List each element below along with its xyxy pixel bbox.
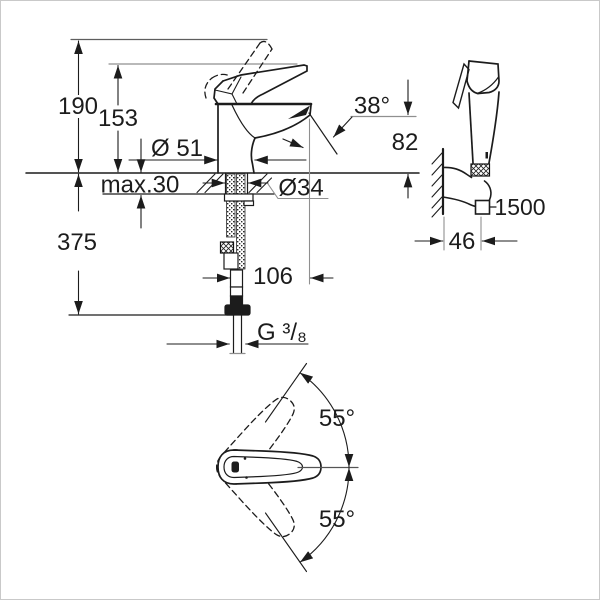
wall-holder-and-hose: [442, 166, 492, 215]
top-view-handle-swivel: [216, 362, 359, 573]
spray-angle-line: [308, 112, 338, 155]
label-hose-length: 1500: [494, 194, 545, 220]
hand-shower: [452, 60, 500, 177]
side-view-hand-shower: [414, 60, 518, 251]
label-height-overall: 190: [58, 93, 98, 120]
label-base-diameter: Ø 51: [151, 135, 203, 162]
label-below-counter-depth: 375: [57, 229, 97, 256]
lever-handle: [213, 64, 308, 105]
label-counter-thickness: max.30: [101, 172, 180, 199]
label-swing-up: 55°: [319, 405, 355, 432]
label-spout-height: 82: [392, 129, 419, 156]
label-hole-diameter: Ø34: [278, 175, 323, 202]
label-backings: [55, 95, 296, 287]
label-holder-depth: 46: [449, 228, 476, 255]
dim-46: [414, 216, 518, 251]
label-height-to-lever: 153: [98, 105, 138, 132]
spout-outlet: [288, 105, 310, 119]
swivel-arcs: [299, 372, 354, 563]
label-swing-down: 55°: [319, 506, 355, 533]
dimension-labels: 190 153 Ø 51 max.30 375 38° 82 Ø34 106 G…: [57, 93, 546, 534]
label-spray-angle: 38°: [354, 93, 390, 120]
dim-375: [68, 173, 235, 316]
faucet-body: [214, 102, 313, 174]
flow-arrow: [282, 138, 304, 149]
wall-hatch: [431, 152, 443, 218]
swivel-radial-lines: [264, 362, 308, 573]
label-spout-projection: 106: [253, 263, 293, 290]
dim-38deg: [332, 115, 417, 138]
dim-dia34: [202, 178, 329, 200]
front-view-faucet: [25, 38, 420, 355]
lever-handle-raised-dashed: [204, 40, 273, 99]
label-thread-size: G ³/₈: [257, 319, 307, 346]
mounting-shank: [219, 172, 255, 355]
